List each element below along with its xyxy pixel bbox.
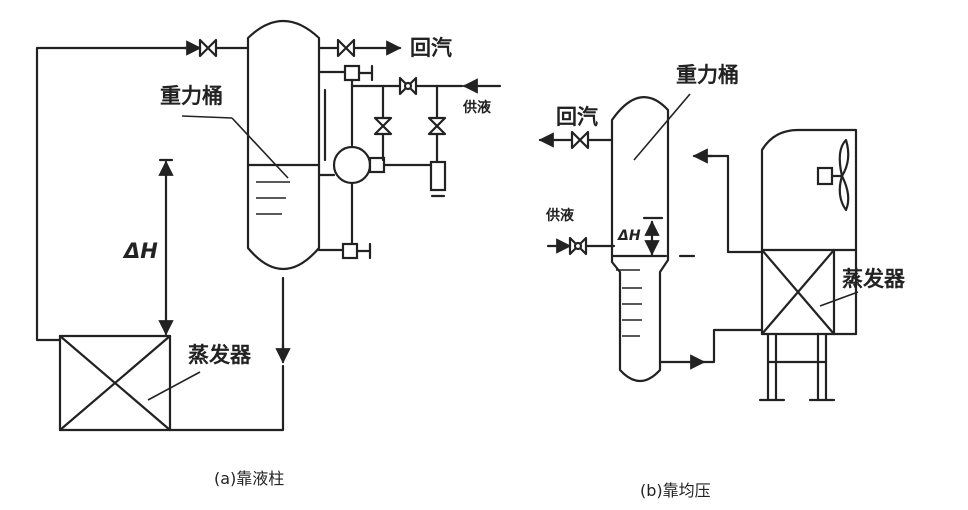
height-label-a: ΔH bbox=[122, 239, 158, 263]
gravity-tank-a bbox=[246, 19, 321, 271]
tank-leader-a bbox=[181, 115, 233, 119]
evaporator-label-b: 蒸发器 bbox=[842, 267, 906, 291]
supply-valve-b bbox=[568, 236, 588, 256]
level-controller-a bbox=[317, 64, 440, 260]
valve-a1 bbox=[198, 38, 250, 58]
liquid-line-b bbox=[658, 328, 764, 364]
liquid-hatch-a bbox=[256, 181, 290, 215]
height-dimension-b bbox=[642, 216, 664, 256]
evaporator-a bbox=[58, 334, 172, 432]
height-label-b: ΔH bbox=[617, 228, 641, 244]
vapor-line-b bbox=[698, 154, 764, 254]
tank-leader-b bbox=[633, 93, 691, 161]
tank-label-b: 重力桶 bbox=[676, 63, 739, 87]
tank-label-a: 重力桶 bbox=[160, 84, 223, 108]
return-valve-a bbox=[336, 38, 356, 58]
height-dimension-a bbox=[158, 158, 174, 336]
return-valve-b bbox=[570, 130, 590, 150]
liquid-hatch-b bbox=[616, 269, 642, 337]
evaporator-label-a: 蒸发器 bbox=[188, 343, 252, 367]
liquid-downcomer-a bbox=[168, 276, 285, 432]
air-cooler-housing-b bbox=[760, 128, 858, 336]
return-label-b: 回汽 bbox=[556, 105, 598, 129]
supply-manifold-a bbox=[350, 76, 502, 198]
gravity-tank-b bbox=[610, 96, 670, 383]
diagram-b: 回汽 重力桶 供液 ΔH bbox=[538, 63, 906, 500]
fan-icon bbox=[816, 138, 850, 212]
diagram-a: 回汽 bbox=[35, 19, 502, 488]
caption-b: (b)靠均压 bbox=[640, 481, 711, 500]
cooler-legs-b bbox=[758, 332, 836, 402]
return-label-a: 回汽 bbox=[410, 36, 452, 60]
caption-a: (a)靠液柱 bbox=[214, 469, 284, 488]
vapor-return-line-a bbox=[35, 46, 202, 342]
supply-label-a: 供液 bbox=[462, 99, 492, 116]
supply-label-b: 供液 bbox=[545, 207, 575, 224]
